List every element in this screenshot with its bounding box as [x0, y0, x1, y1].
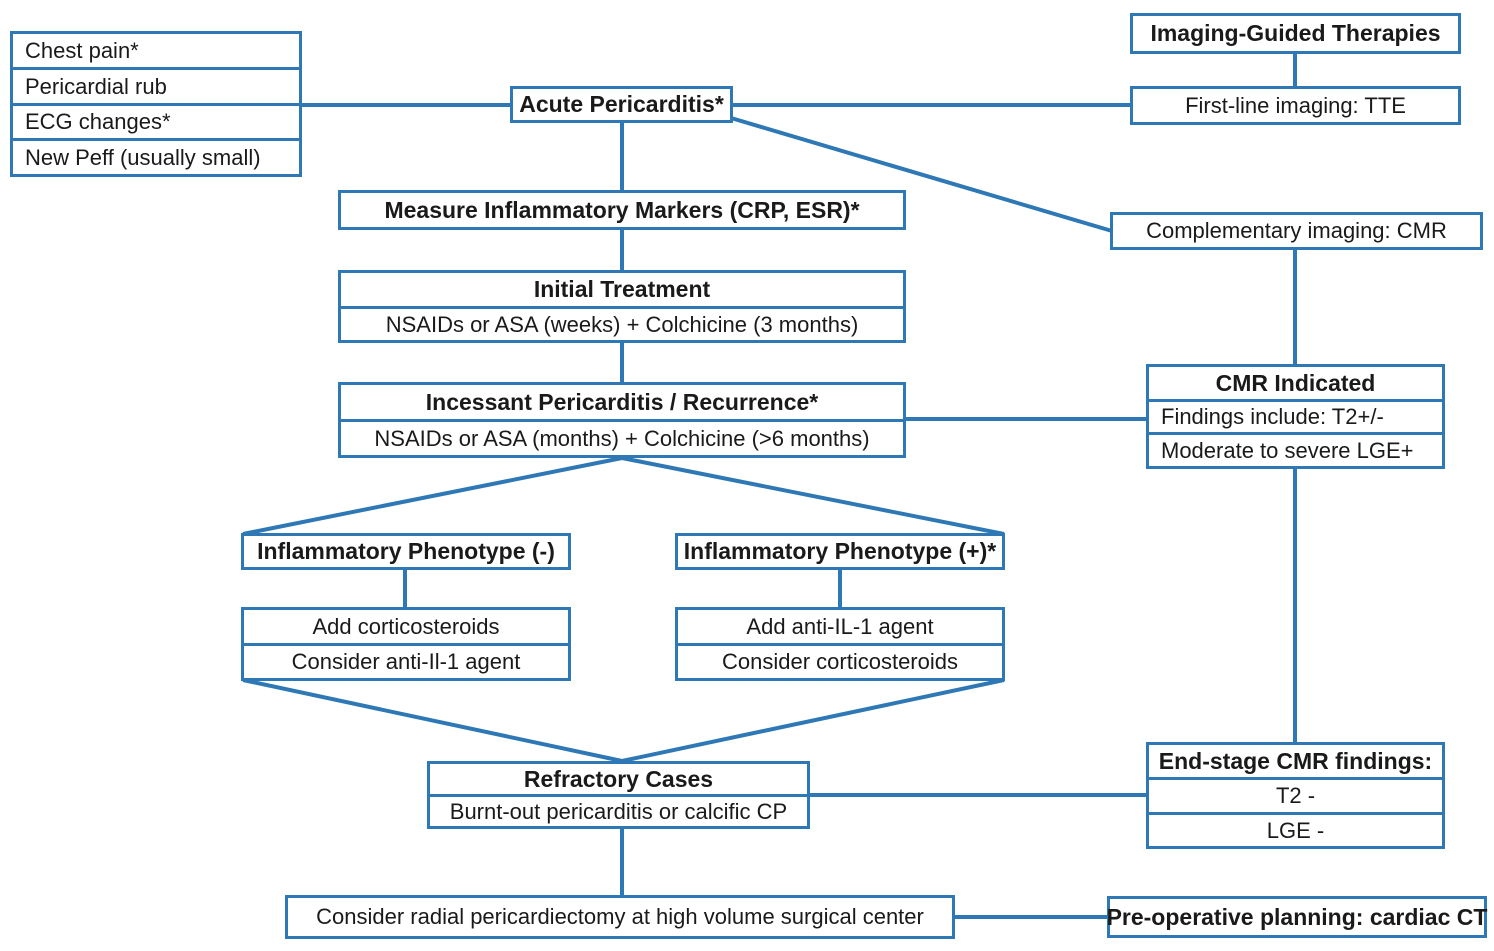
- pericardiectomy-text: Consider radial pericardiectomy at high …: [316, 904, 924, 930]
- criteria-row-pericardial-rub: Pericardial rub: [13, 66, 299, 103]
- phenotype-negative-treatment-row-1: Add corticosteroids: [312, 613, 500, 639]
- acute-pericarditis-title: Acute Pericarditis*: [519, 91, 724, 118]
- inflammatory-phenotype-positive-box: Inflammatory Phenotype (+)*: [675, 533, 1005, 570]
- phenotype-positive-treatment-row-1: Add anti-IL-1 agent: [746, 613, 934, 639]
- end-stage-cmr-row-t2: T2 -: [1149, 777, 1442, 811]
- refractory-cases-title: Refractory Cases: [523, 765, 714, 792]
- cmr-indicated-box: CMR Indicated Findings include: T2+/- Mo…: [1146, 364, 1445, 469]
- end-stage-cmr-title: End-stage CMR findings:: [1158, 748, 1433, 775]
- initial-treatment-detail: NSAIDs or ASA (weeks) + Colchicine (3 mo…: [341, 305, 903, 340]
- line-incessant-to-phenotype-negative: [242, 456, 623, 536]
- incessant-pericarditis-box: Incessant Pericarditis / Recurrence* NSA…: [338, 382, 906, 458]
- criteria-row-chest-pain: Chest pain*: [25, 37, 139, 63]
- pericardiectomy-box: Consider radial pericardiectomy at high …: [285, 895, 955, 939]
- cmr-indicated-row-findings: Findings include: T2+/-: [1149, 398, 1442, 433]
- acute-pericarditis-box: Acute Pericarditis*: [510, 86, 733, 123]
- line-left-treatment-to-refractory: [242, 678, 623, 763]
- phenotype-positive-treatment-row-2: Consider corticosteroids: [678, 642, 1002, 679]
- criteria-row-new-peff: New Peff (usually small): [13, 138, 299, 174]
- criteria-row-ecg-changes: ECG changes*: [13, 102, 299, 139]
- inflammatory-phenotype-negative-title: Inflammatory Phenotype (-): [257, 538, 555, 565]
- measure-inflammatory-markers-title: Measure Inflammatory Markers (CRP, ESR)*: [384, 196, 860, 223]
- clinical-criteria-box: Chest pain* Pericardial rub ECG changes*…: [10, 31, 302, 177]
- end-stage-cmr-row-lge: LGE -: [1149, 811, 1442, 846]
- initial-treatment-box: Initial Treatment NSAIDs or ASA (weeks) …: [338, 270, 906, 343]
- first-line-imaging-box: First-line imaging: TTE: [1130, 86, 1461, 125]
- cmr-indicated-row-lge: Moderate to severe LGE+: [1149, 432, 1442, 466]
- first-line-imaging-text: First-line imaging: TTE: [1185, 92, 1406, 118]
- incessant-pericarditis-detail: NSAIDs or ASA (months) + Colchicine (>6 …: [341, 419, 903, 455]
- pre-operative-planning-text: Pre-operative planning: cardiac CT: [1106, 903, 1488, 930]
- initial-treatment-title: Initial Treatment: [533, 276, 711, 303]
- line-right-treatment-to-refractory: [621, 678, 1005, 763]
- complementary-imaging-text: Complementary imaging: CMR: [1146, 218, 1447, 244]
- refractory-cases-box: Refractory Cases Burnt-out pericarditis …: [427, 761, 810, 829]
- imaging-guided-therapies-title: Imaging-Guided Therapies: [1150, 20, 1441, 47]
- cmr-indicated-title: CMR Indicated: [1215, 369, 1376, 396]
- measure-inflammatory-markers-box: Measure Inflammatory Markers (CRP, ESR)*: [338, 190, 906, 230]
- phenotype-negative-treatment-box: Add corticosteroids Consider anti-Il-1 a…: [241, 607, 571, 681]
- imaging-guided-therapies-box: Imaging-Guided Therapies: [1130, 13, 1461, 54]
- line-incessant-to-phenotype-positive: [621, 456, 1005, 536]
- complementary-imaging-box: Complementary imaging: CMR: [1110, 212, 1483, 250]
- phenotype-positive-treatment-box: Add anti-IL-1 agent Consider corticoster…: [675, 607, 1005, 681]
- inflammatory-phenotype-positive-title: Inflammatory Phenotype (+)*: [683, 538, 997, 565]
- incessant-pericarditis-title: Incessant Pericarditis / Recurrence*: [425, 388, 819, 415]
- refractory-cases-detail: Burnt-out pericarditis or calcific CP: [430, 794, 807, 826]
- phenotype-negative-treatment-row-2: Consider anti-Il-1 agent: [244, 642, 568, 679]
- inflammatory-phenotype-negative-box: Inflammatory Phenotype (-): [241, 533, 571, 570]
- end-stage-cmr-box: End-stage CMR findings: T2 - LGE -: [1146, 742, 1445, 849]
- pre-operative-planning-box: Pre-operative planning: cardiac CT: [1107, 896, 1487, 938]
